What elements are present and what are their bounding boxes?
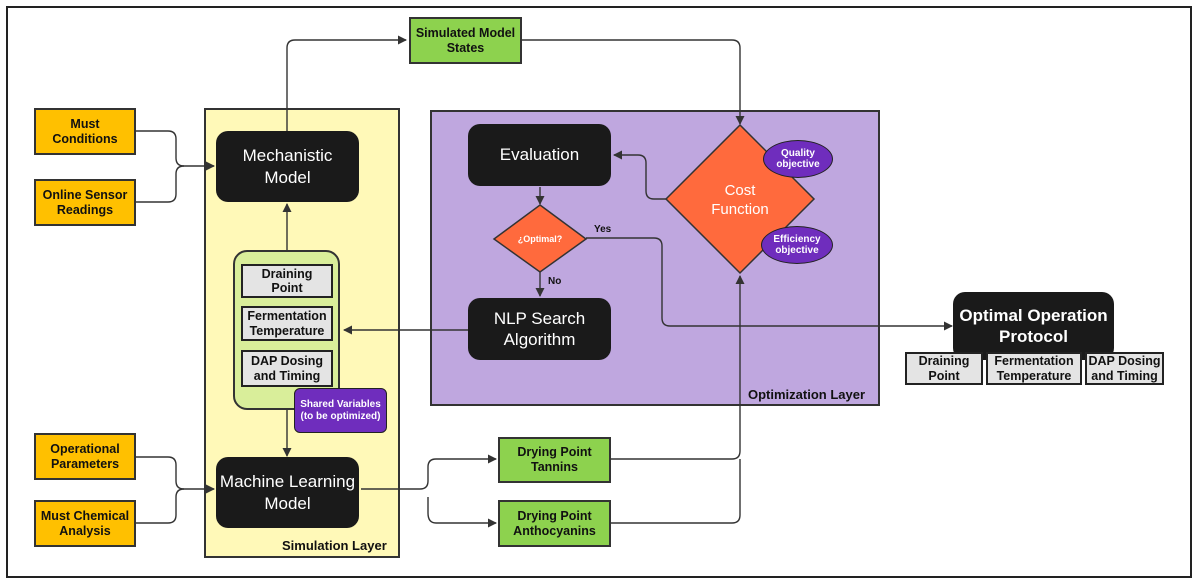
nlp-search-algorithm-label: NLP Search Algorithm bbox=[493, 308, 586, 349]
operational-parameters-label: Operational Parameters bbox=[50, 441, 120, 471]
nlp-search-algorithm-box: NLP Search Algorithm bbox=[468, 298, 611, 360]
protocol-dap-dosing-timing: DAP Dosing and Timing bbox=[1085, 352, 1164, 385]
drying-point-anthocyanins-label: Drying Point Anthocyanins bbox=[513, 508, 596, 538]
diagram-frame bbox=[6, 6, 1192, 578]
protocol-draining-point: Draining Point bbox=[905, 352, 983, 385]
must-chemical-analysis-label: Must Chemical Analysis bbox=[40, 508, 130, 538]
simulation-layer-label: Simulation Layer bbox=[282, 538, 387, 553]
simulated-model-states-box: Simulated Model States bbox=[409, 17, 522, 64]
protocol-draining-point-label: Draining Point bbox=[918, 354, 970, 383]
var-fermentation-temperature: Fermentation Temperature bbox=[241, 306, 333, 341]
online-sensor-readings-box: Online Sensor Readings bbox=[34, 179, 136, 226]
quality-objective-label: Quality objective bbox=[776, 147, 820, 171]
drying-point-tannins-box: Drying Point Tannins bbox=[498, 437, 611, 483]
protocol-dap-dosing-timing-label: DAP Dosing and Timing bbox=[1088, 354, 1161, 383]
optimal-decision-label: ¿Optimal? bbox=[517, 234, 563, 244]
operational-parameters-box: Operational Parameters bbox=[34, 433, 136, 480]
drying-point-tannins-label: Drying Point Tannins bbox=[517, 445, 592, 474]
protocol-fermentation-temperature-label: Fermentation Temperature bbox=[994, 354, 1074, 383]
no-label: No bbox=[548, 276, 562, 287]
shared-variables-badge: Shared Variables (to be optimized) bbox=[294, 388, 387, 433]
optimal-operation-protocol-label: Optimal Operation Protocol bbox=[959, 305, 1108, 346]
machine-learning-model-box: Machine Learning Model bbox=[216, 457, 359, 528]
online-sensor-readings-label: Online Sensor Readings bbox=[42, 187, 128, 217]
var-draining-point: Draining Point bbox=[241, 264, 333, 298]
shared-variables-label: Shared Variables (to be optimized) bbox=[300, 398, 381, 422]
evaluation-label: Evaluation bbox=[499, 145, 580, 165]
must-conditions-label: Must Conditions bbox=[52, 116, 118, 146]
var-dap-dosing-timing: DAP Dosing and Timing bbox=[241, 350, 333, 387]
drying-point-anthocyanins-box: Drying Point Anthocyanins bbox=[498, 500, 611, 547]
evaluation-box: Evaluation bbox=[468, 124, 611, 186]
efficiency-objective-ellipse: Efficiency objective bbox=[761, 226, 833, 264]
efficiency-objective-label: Efficiency objective bbox=[773, 233, 821, 257]
optimal-operation-protocol-box: Optimal Operation Protocol bbox=[953, 292, 1114, 360]
must-chemical-analysis-box: Must Chemical Analysis bbox=[34, 500, 136, 547]
var-fermentation-temperature-label: Fermentation Temperature bbox=[247, 309, 327, 338]
mechanistic-model-label: Mechanistic Model bbox=[242, 146, 333, 187]
yes-label: Yes bbox=[594, 224, 612, 235]
var-draining-point-label: Draining Point bbox=[261, 266, 313, 295]
cost-function-label: Cost Function bbox=[711, 181, 769, 219]
protocol-fermentation-temperature: Fermentation Temperature bbox=[986, 352, 1082, 385]
simulated-model-states-label: Simulated Model States bbox=[415, 25, 516, 55]
quality-objective-ellipse: Quality objective bbox=[763, 140, 833, 178]
must-conditions-box: Must Conditions bbox=[34, 108, 136, 155]
mechanistic-model-box: Mechanistic Model bbox=[216, 131, 359, 202]
machine-learning-model-label: Machine Learning Model bbox=[219, 472, 356, 513]
var-dap-dosing-timing-label: DAP Dosing and Timing bbox=[251, 354, 323, 383]
optimization-layer-label: Optimization Layer bbox=[748, 387, 866, 402]
